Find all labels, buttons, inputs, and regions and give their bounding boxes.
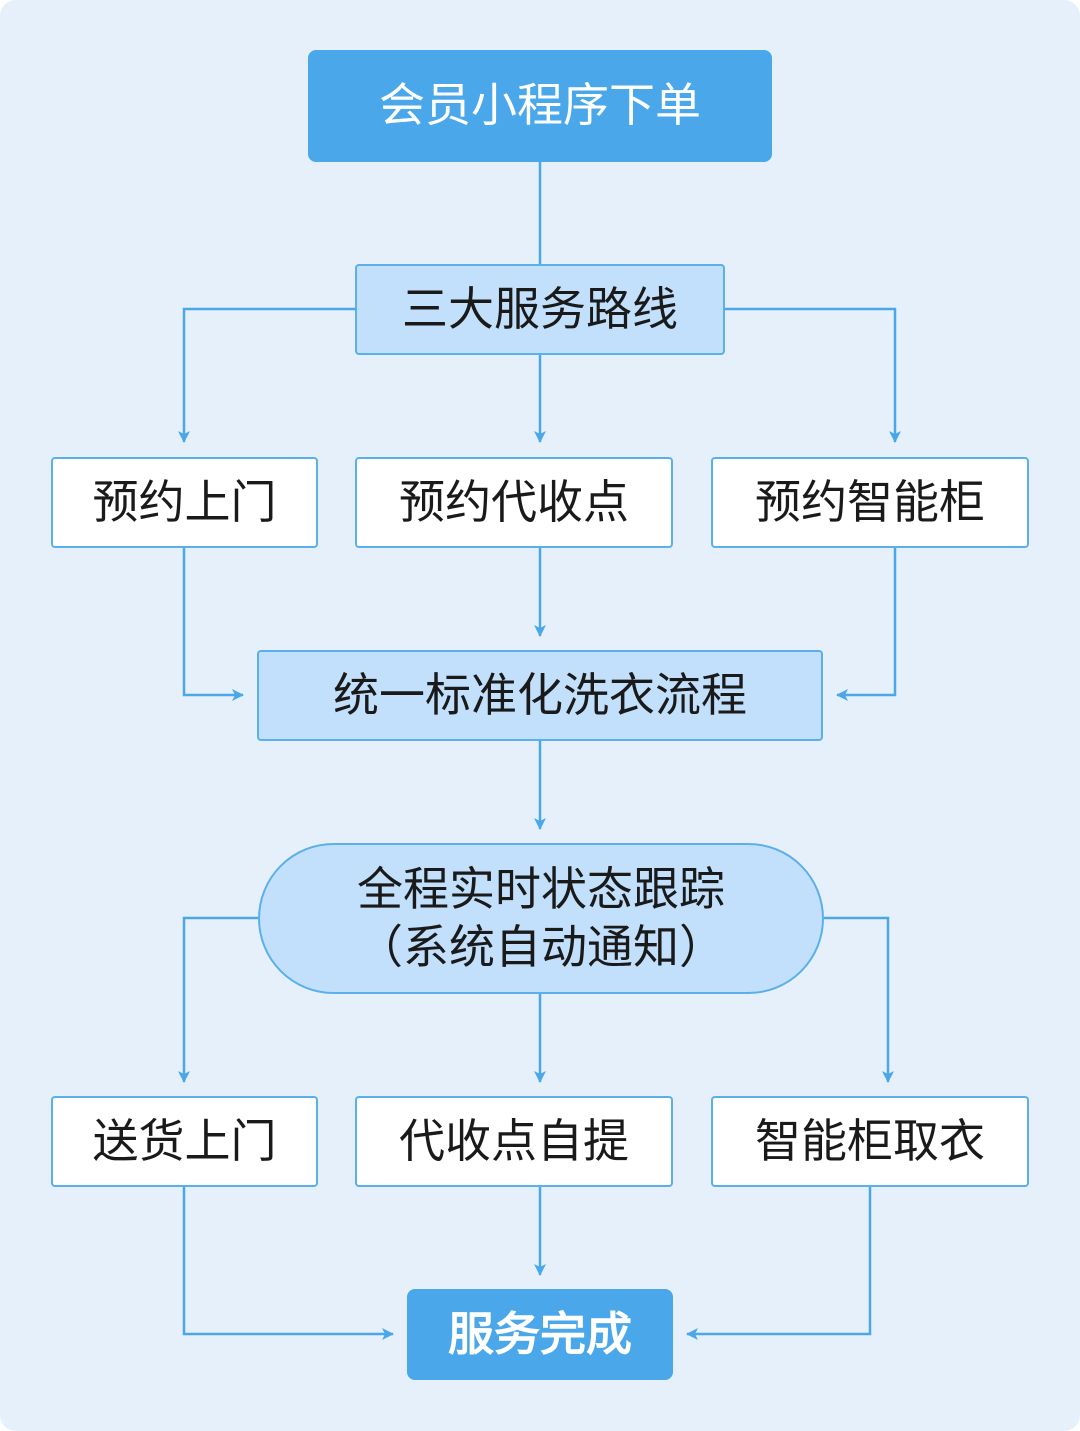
- delivery-point-label: 代收点自提: [399, 1113, 629, 1168]
- connector-home-delivery-to-end: [182, 1187, 394, 1340]
- standard-process-node: 统一标准化洗衣流程: [257, 650, 823, 741]
- standard-process-label: 统一标准化洗衣流程: [333, 667, 747, 722]
- start-node-label: 会员小程序下单: [379, 78, 701, 133]
- connector-routes-to-cabinet: [724, 307, 901, 443]
- delivery-cabinet-node: 智能柜取衣: [711, 1096, 1029, 1187]
- tracking-label-line2: （系统自动通知）: [357, 919, 725, 974]
- connector-tracking-to-home-delivery: [178, 916, 258, 1083]
- delivery-cabinet-label: 智能柜取衣: [755, 1113, 985, 1168]
- end-node: 服务完成: [407, 1289, 673, 1380]
- route-cabinet-node: 预约智能柜: [711, 457, 1029, 548]
- delivery-point-node: 代收点自提: [355, 1096, 673, 1187]
- routes-node: 三大服务路线: [355, 264, 725, 355]
- routes-node-label: 三大服务路线: [402, 281, 678, 336]
- tracking-node: 全程实时状态跟踪 （系统自动通知）: [258, 843, 824, 994]
- route-home-label: 预约上门: [92, 474, 277, 529]
- delivery-home-label: 送货上门: [92, 1113, 277, 1168]
- connector-tracking-to-cabinet-pickup: [822, 916, 894, 1083]
- connector-home-to-standard: [182, 548, 244, 701]
- end-node-label: 服务完成: [448, 1306, 632, 1361]
- route-point-label: 预约代收点: [399, 474, 629, 529]
- tracking-label-line1: 全程实时状态跟踪: [357, 862, 725, 916]
- route-home-node: 预约上门: [51, 457, 318, 548]
- connector-cabinet-pickup-to-end: [686, 1187, 872, 1340]
- route-point-node: 预约代收点: [355, 457, 673, 548]
- connector-cabinet-to-standard: [836, 548, 897, 701]
- connector-routes-to-home: [178, 307, 355, 443]
- start-node: 会员小程序下单: [308, 50, 772, 162]
- delivery-home-node: 送货上门: [51, 1096, 318, 1187]
- route-cabinet-label: 预约智能柜: [755, 474, 985, 529]
